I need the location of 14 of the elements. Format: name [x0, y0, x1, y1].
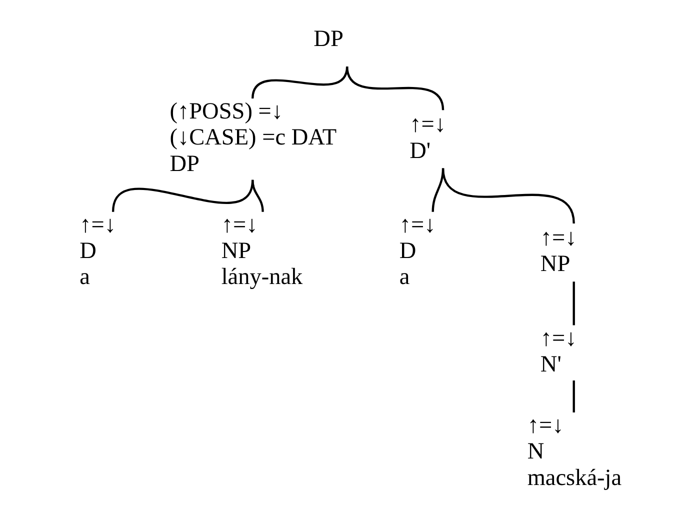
node-text: (↑POSS) =↓ (↓CASE) =c DAT DP: [169, 98, 336, 177]
node-text: ↑=↓ N': [540, 325, 576, 378]
connector: [572, 282, 574, 326]
node-text: ↑=↓ D a: [79, 212, 116, 290]
node-text: ↑=↓ NP: [540, 224, 576, 278]
node-text: ↑=↓ D': [409, 112, 446, 164]
connector: [572, 380, 574, 412]
connector: [251, 180, 264, 212]
node-text: ↑=↓ D a: [398, 212, 436, 290]
node-text: ↑=↓ N macská-ja: [526, 412, 622, 491]
node-text: DP: [313, 26, 343, 52]
connector: [441, 168, 574, 224]
connector: [346, 66, 444, 110]
node-text: ↑=↓ NP lány-nak: [220, 212, 302, 290]
